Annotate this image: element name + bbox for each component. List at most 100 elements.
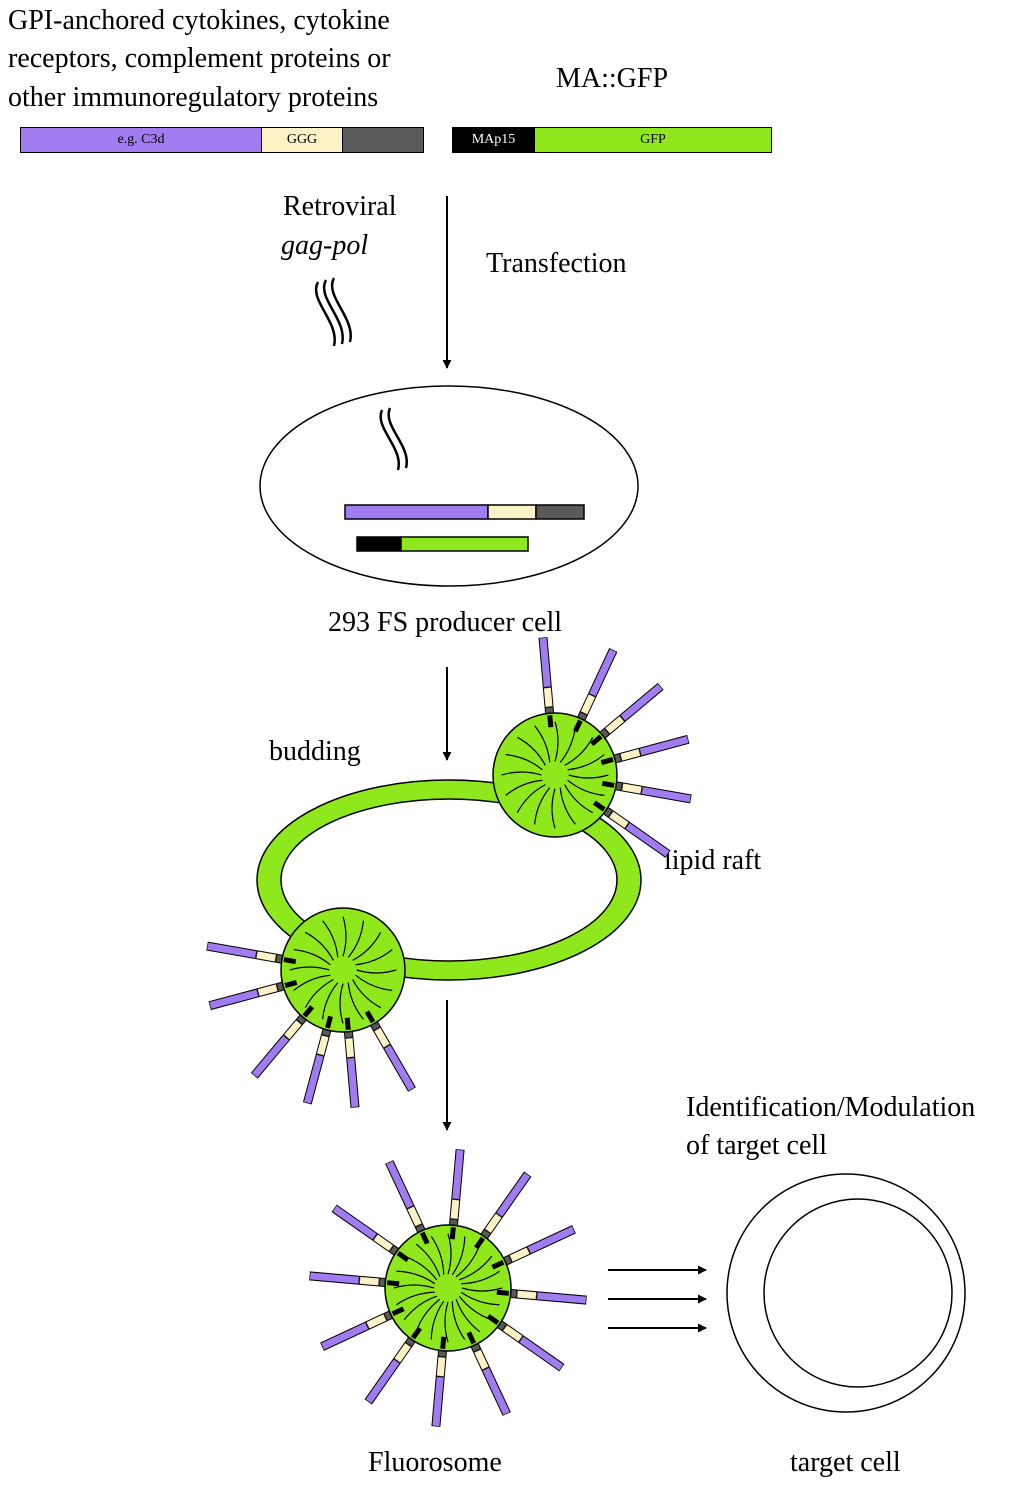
ma-anchor <box>491 1259 505 1270</box>
inner-strand <box>342 916 347 957</box>
inner-strand <box>567 779 605 797</box>
inner-strand <box>415 1298 441 1333</box>
spike-segment <box>620 684 663 721</box>
inner-strand <box>403 1255 438 1281</box>
ma-anchor <box>601 780 615 788</box>
spike-segment <box>620 749 641 761</box>
inner-strand <box>501 771 542 776</box>
spike-segment <box>332 1205 377 1240</box>
spike-segment <box>373 1234 393 1251</box>
spike-segment <box>366 1314 387 1329</box>
spike-segment <box>436 1357 446 1377</box>
particle-body <box>280 907 406 1033</box>
spike-segment <box>284 1020 302 1040</box>
target-cell <box>726 1173 966 1413</box>
ma-anchor <box>283 957 297 965</box>
inner-strand <box>505 753 543 771</box>
spike-segment <box>209 989 259 1009</box>
ma-gfp-construct-bar: MAp15 GFP <box>452 127 772 153</box>
spike-segment <box>485 1213 502 1233</box>
inner-strand <box>430 1236 445 1275</box>
particle-body <box>384 1224 512 1352</box>
inner-strand <box>551 788 556 829</box>
inner-strand <box>355 974 393 992</box>
spike-segment <box>605 716 625 734</box>
spike-segment <box>256 951 276 962</box>
spike-segment <box>517 1290 537 1300</box>
budding-cell <box>206 637 692 1108</box>
ma-anchor <box>592 800 606 812</box>
inner-strand <box>355 949 393 966</box>
identification-label-line-2: of target cell <box>686 1130 827 1161</box>
inner-strand <box>568 774 609 779</box>
map15-segment: MAp15 <box>453 128 535 152</box>
gag-pol-label-wrap: gag-pol <box>281 227 368 265</box>
inner-strand <box>554 721 559 762</box>
spike-segment <box>509 1247 530 1262</box>
inner-strand <box>459 1255 493 1281</box>
retroviral-label: Retroviral <box>283 191 397 222</box>
ma-anchor <box>496 1289 509 1296</box>
inner-strand <box>352 932 382 961</box>
ma-gfp-construct-inside <box>356 536 529 552</box>
identification-label-line-1: Identification/Modulation <box>686 1092 976 1123</box>
spike-segment <box>207 942 257 959</box>
spike-segment <box>257 984 278 996</box>
ma-anchor <box>391 1306 405 1317</box>
inner-strand <box>444 1301 449 1343</box>
spike-segment <box>609 811 629 828</box>
construct-title-line-2: receptors, complement proteins or <box>8 43 391 74</box>
ma-anchor <box>474 1236 486 1250</box>
spike-segment <box>317 1035 329 1056</box>
rna-squiggle-icon <box>314 277 352 347</box>
spike-segment <box>496 1172 531 1217</box>
spike-segment <box>519 1336 564 1371</box>
spike-segment <box>386 1161 414 1209</box>
spike-segment <box>589 649 617 697</box>
spike-segment <box>474 1349 489 1370</box>
budding-particle-top <box>492 637 692 858</box>
inner-strand <box>396 1291 435 1306</box>
spike-segment <box>347 1058 359 1108</box>
fluorosome-label: Fluorosome <box>368 1447 502 1478</box>
ma-anchor <box>325 1015 333 1029</box>
ma-anchor <box>344 1017 351 1030</box>
spike-segment <box>365 1359 400 1404</box>
ma-anchor <box>600 757 614 765</box>
inner-strand <box>403 1295 437 1321</box>
budding-label: budding <box>269 736 361 767</box>
ma-anchor <box>449 1227 456 1240</box>
inner-strand <box>564 784 593 814</box>
fluorosome-particle <box>309 1149 587 1427</box>
ma-anchor <box>573 719 583 733</box>
ma-anchor <box>590 734 603 747</box>
producer-cell <box>259 385 639 587</box>
inner-strand <box>517 736 546 766</box>
inner-strand <box>461 1270 500 1285</box>
inner-strand <box>430 1300 445 1340</box>
inner-strand <box>293 974 331 991</box>
inner-strand <box>304 979 334 1008</box>
inner-strand <box>352 979 381 1009</box>
ma-anchor <box>440 1336 447 1349</box>
gpi-construct-bar: e.g. C3d GGG <box>20 127 424 153</box>
construct-title-line-3: other immunoregulatory proteins <box>8 82 379 113</box>
budding-particle-bottom <box>206 907 416 1108</box>
transfection-label: Transfection <box>486 248 627 279</box>
inner-strand <box>339 983 344 1024</box>
inner-strand <box>455 1243 481 1278</box>
inner-strand <box>356 969 397 974</box>
lipid-raft-label: lipid raft <box>664 845 762 876</box>
ma-anchor <box>486 1314 500 1326</box>
inner-strand <box>293 948 331 966</box>
producer-cell-label: 293 FS producer cell <box>328 607 563 638</box>
spike-segment <box>482 1367 510 1415</box>
inner-strand <box>447 1233 452 1275</box>
spike-segment <box>625 823 670 857</box>
spike-segment <box>304 1054 324 1104</box>
inner-strand <box>347 920 365 958</box>
protein-segment: e.g. C3d <box>21 128 262 152</box>
inner-strand <box>460 1291 500 1306</box>
spike-segment <box>374 1027 390 1048</box>
